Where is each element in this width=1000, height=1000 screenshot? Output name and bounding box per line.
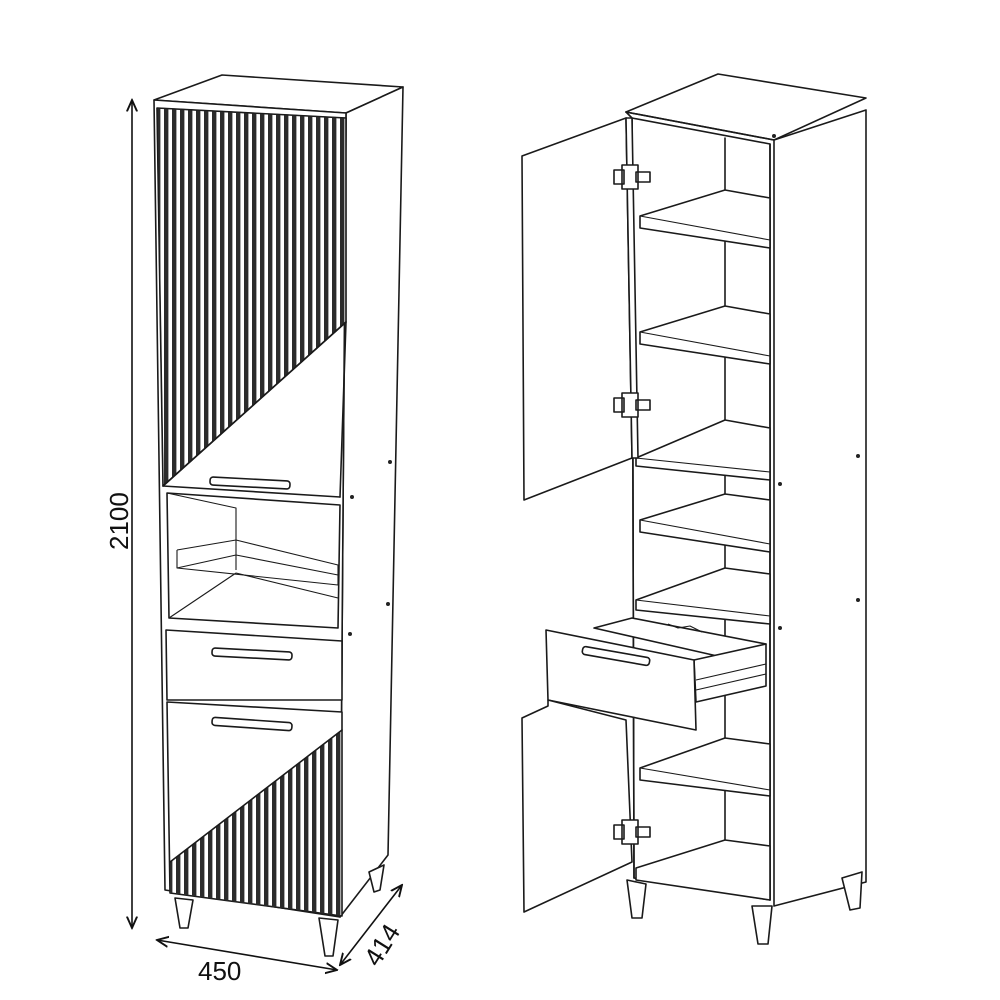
drawer <box>165 629 343 701</box>
flute-strip <box>304 730 309 916</box>
flute-strip <box>332 108 337 486</box>
drawer-handle[interactable] <box>211 647 293 661</box>
flute-strip <box>204 108 209 486</box>
height-label: 2100 <box>104 492 134 550</box>
flute-strip <box>196 108 201 486</box>
lower-door-handle[interactable] <box>211 716 293 732</box>
upper-door <box>156 107 347 498</box>
shelves <box>635 189 771 901</box>
cabinet-side <box>339 86 404 918</box>
width-dimension-line <box>157 940 337 970</box>
open-lower-door <box>521 699 651 913</box>
flute-strip <box>180 108 185 486</box>
flute-strip <box>212 108 217 486</box>
flute-strip <box>308 108 313 486</box>
flute-strip <box>276 108 281 486</box>
depth-label: 414 <box>358 918 406 971</box>
closed-cabinet <box>153 74 404 957</box>
flute-strip <box>220 108 225 486</box>
flute-strip <box>252 108 257 486</box>
width-label: 450 <box>198 956 241 986</box>
flute-strip <box>328 730 333 916</box>
flute-strip <box>164 108 169 486</box>
flute-strip <box>288 730 293 916</box>
flute-strip <box>336 730 341 916</box>
flute-strip <box>240 730 245 916</box>
flute-strip <box>280 730 285 916</box>
flute-strip <box>272 730 277 916</box>
flute-strip <box>248 730 253 916</box>
open-niche <box>166 492 341 629</box>
open-cabinet-side <box>773 109 867 907</box>
lower-door <box>166 701 343 917</box>
upper-hinge-bottom <box>613 392 651 418</box>
flute-strip <box>172 108 177 486</box>
upper-door-handle[interactable] <box>209 476 291 490</box>
flute-strip <box>292 108 297 486</box>
flute-strip <box>324 108 329 486</box>
flute-strip <box>224 730 229 916</box>
flute-strip <box>232 730 237 916</box>
flute-strip <box>316 108 321 486</box>
open-cabinet <box>521 73 867 945</box>
flute-strip <box>312 730 317 916</box>
flute-strip <box>260 108 265 486</box>
open-drawer <box>545 617 767 731</box>
flute-strip <box>320 730 325 916</box>
flute-strip <box>188 108 193 486</box>
flute-strip <box>300 108 305 486</box>
flute-strip <box>236 108 241 486</box>
open-cabinet-legs <box>626 871 863 945</box>
open-drawer-handle[interactable] <box>581 645 651 667</box>
flute-strip <box>340 108 345 486</box>
flute-strip <box>264 730 269 916</box>
upper-hinge-top <box>613 164 651 190</box>
flute-strip <box>284 108 289 486</box>
lower-hinge <box>613 819 651 845</box>
flute-strip <box>268 108 273 486</box>
flute-strip <box>256 730 261 916</box>
depth-dimension-line <box>340 885 402 965</box>
flute-strip <box>228 108 233 486</box>
open-upper-door <box>521 117 651 501</box>
flute-strip <box>296 730 301 916</box>
flute-strip <box>244 108 249 486</box>
upper-door-fluting <box>157 108 345 486</box>
